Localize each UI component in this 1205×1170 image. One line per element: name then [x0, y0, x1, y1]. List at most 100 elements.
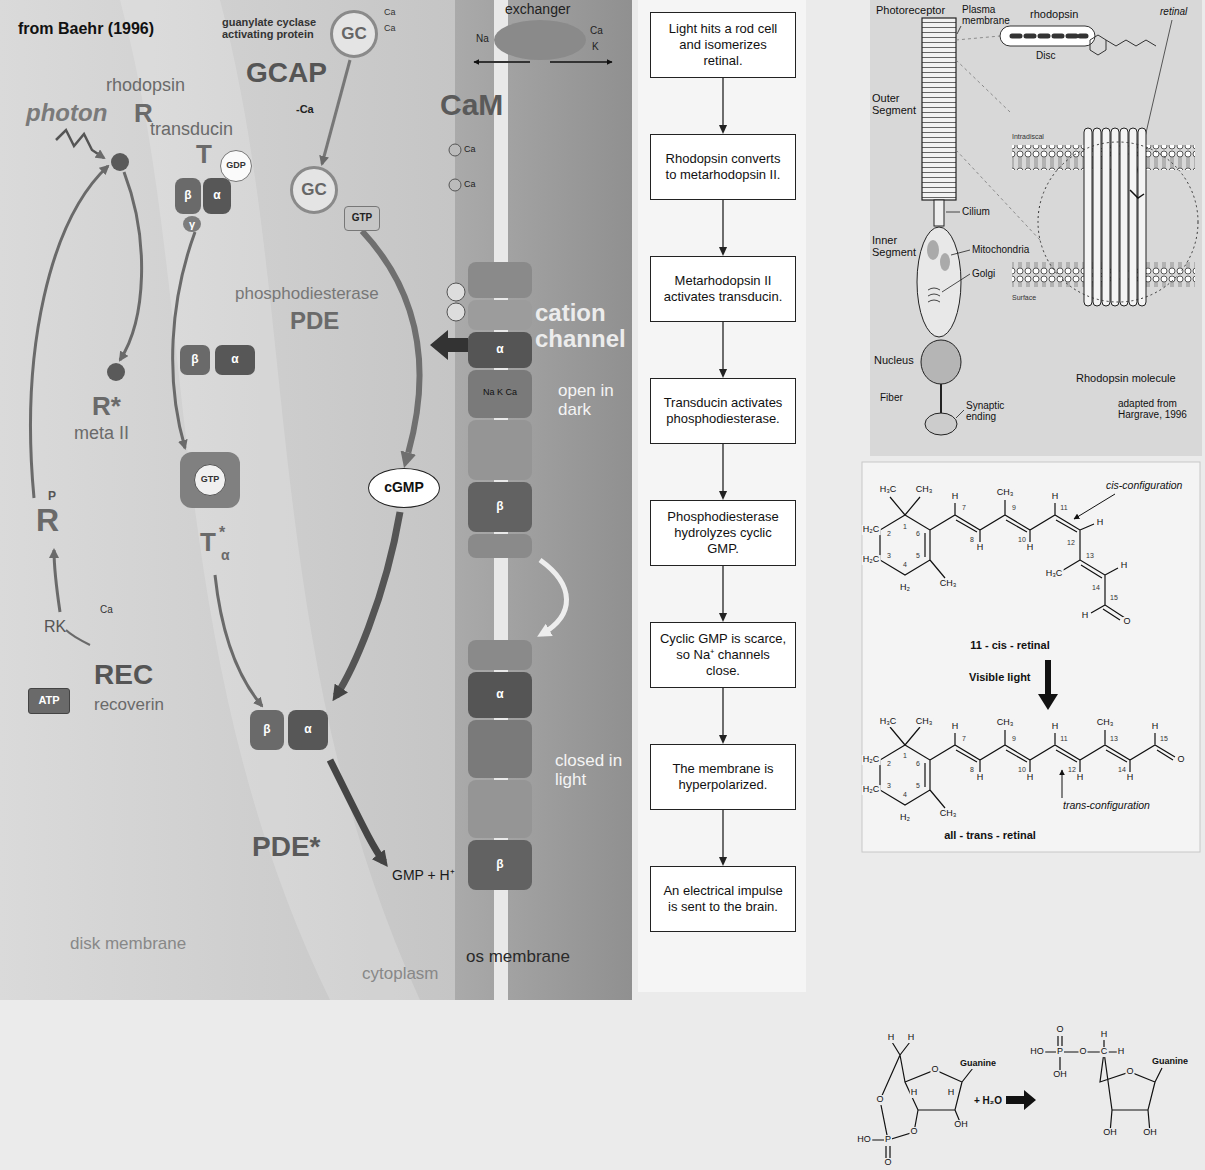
- illustration-part: [468, 840, 532, 890]
- flow-arrow: [722, 78, 723, 125]
- carbon-number: 8: [969, 766, 975, 774]
- pathway-label: α: [231, 353, 238, 366]
- atom-label: Guanine: [959, 1059, 997, 1069]
- pathway-label: α: [496, 688, 503, 701]
- pathway-label: β: [184, 189, 191, 202]
- illustration-part: [1120, 128, 1128, 306]
- illustration-part: [1062, 770, 1063, 798]
- pathway-label: β: [496, 500, 503, 513]
- illustration-part: [922, 18, 956, 200]
- atom-label: CH₃: [939, 579, 958, 589]
- atom-label: CH₃: [939, 809, 958, 819]
- flow-arrow: [362, 231, 420, 453]
- illustration-part: [1102, 128, 1110, 306]
- atom-label: H: [887, 1033, 896, 1043]
- anatomy-label: Rhodopsin molecule: [1076, 372, 1176, 384]
- atom-label: H: [910, 1088, 919, 1098]
- process-box: Rhodopsin converts to metarhodopsin II.: [650, 134, 796, 200]
- pathway-label: β: [263, 723, 270, 736]
- illustration-part: [468, 420, 532, 480]
- flow-arrow: [722, 322, 723, 369]
- pathway-label: from Baehr (1996): [18, 20, 154, 38]
- illustration-part: [1006, 1090, 1036, 1110]
- pathway-label: GCAP: [246, 58, 327, 89]
- structure-caption: cis-configuration: [1105, 480, 1183, 492]
- flow-arrow: [722, 200, 723, 247]
- anatomy-label: Cilium: [962, 206, 990, 217]
- anatomy-label: Inner Segment: [872, 234, 918, 258]
- carbon-number: 6: [915, 760, 921, 768]
- illustration-part: [250, 710, 284, 750]
- illustration-part: [111, 153, 129, 171]
- pathway-label: α: [221, 548, 230, 563]
- illustration-part: [494, 20, 586, 60]
- pathway-label: exchanger: [505, 2, 570, 17]
- atom-label: H₂C: [862, 555, 881, 565]
- carbon-number: 11: [1059, 735, 1068, 743]
- illustration-part: [934, 200, 944, 226]
- anatomy-label: rhodopsin: [1030, 8, 1078, 20]
- pathway-label: REC: [94, 660, 153, 691]
- atom-label: H: [951, 492, 960, 502]
- anatomy-label: Disc: [1036, 50, 1055, 61]
- pathway-label: α: [496, 343, 503, 356]
- pathway-label: meta II: [74, 424, 129, 444]
- anatomy-label: Fiber: [880, 392, 903, 403]
- process-box: The membrane is hyperpolarized.: [650, 744, 796, 810]
- atom-label: O: [875, 1095, 884, 1105]
- illustration-part: [1000, 26, 1095, 46]
- process-box: Metarhodopsin II activates transducin.: [650, 256, 796, 322]
- anatomy-label: Golgi: [972, 268, 995, 279]
- illustration-part: [455, 0, 632, 1000]
- pathway-label: β: [496, 858, 503, 871]
- atom-label: HO: [1029, 1047, 1045, 1057]
- atom-label: O: [1122, 617, 1131, 627]
- atom-label: H: [976, 773, 985, 783]
- carbon-number: 13: [1109, 735, 1119, 743]
- atom-label: H: [951, 722, 960, 732]
- node-text: Cyclic GMP is scarce, so Na⁺ channels cl…: [659, 631, 787, 680]
- illustration-part: [173, 232, 195, 448]
- carbon-number: 14: [1091, 584, 1101, 592]
- atom-label: H: [1076, 773, 1085, 783]
- illustration-part: [183, 216, 201, 232]
- carbon-number: 8: [969, 536, 975, 544]
- illustration-part: [180, 345, 210, 375]
- carbon-number: 15: [1109, 594, 1119, 602]
- retinal-structures: [862, 462, 1200, 852]
- pathway-label: disk membrane: [70, 935, 186, 954]
- illustration-part: [1037, 1035, 1162, 1133]
- carbon-number: 7: [961, 504, 967, 512]
- illustration-part: [1111, 128, 1119, 306]
- anatomy-label: Outer Segment: [872, 92, 920, 116]
- pathway-label: Na K Ca: [483, 388, 517, 398]
- atom-label: H₂C: [862, 785, 881, 795]
- pathway-label: R: [134, 99, 153, 128]
- gdp-circle: GDP: [220, 150, 252, 182]
- illustration-part: [203, 178, 231, 214]
- illustration-part: [1129, 128, 1137, 306]
- illustration-part: [66, 630, 90, 645]
- illustration-part: [180, 452, 240, 508]
- pathway-label: K: [592, 41, 599, 52]
- carbon-number: 11: [1059, 504, 1068, 512]
- atom-label: H₂: [899, 813, 911, 823]
- pathway-label: os membrane: [466, 948, 570, 967]
- illustration-part: [449, 144, 461, 156]
- atom-label: CH₃: [915, 485, 934, 495]
- carbon-number: 1: [902, 752, 908, 760]
- pathway-label: α: [304, 723, 311, 736]
- atom-label: Guanine: [1151, 1057, 1189, 1067]
- pathway-label: T: [200, 528, 216, 557]
- atom-label: CH₃: [915, 717, 934, 727]
- carbon-number: 13: [1085, 552, 1095, 560]
- illustration-part: [330, 760, 384, 862]
- illustration-part: [468, 672, 532, 718]
- pathway-label: Na: [476, 33, 489, 44]
- atom-label: O: [1078, 1047, 1087, 1057]
- cascade-drawing: [31, 20, 612, 890]
- atom-label: H: [1100, 1030, 1109, 1040]
- illustration-part: [175, 178, 201, 214]
